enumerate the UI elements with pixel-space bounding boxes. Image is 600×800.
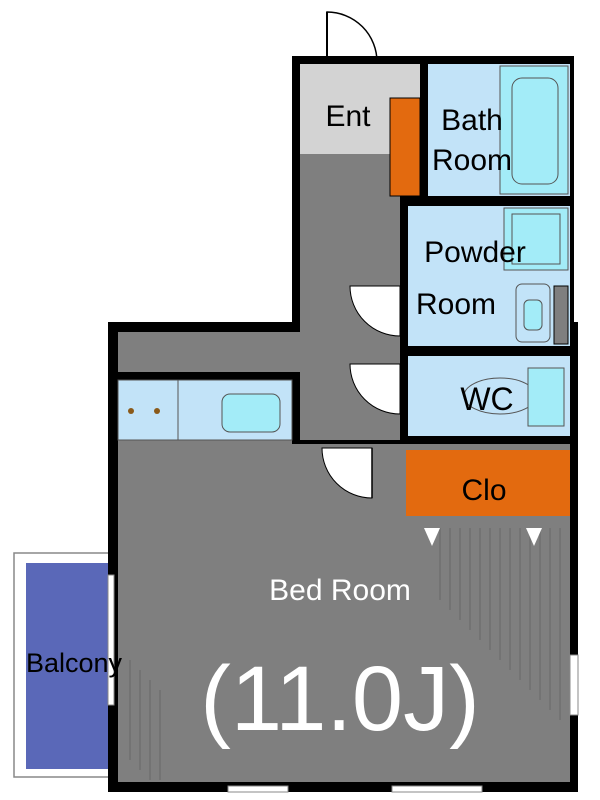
window-right <box>569 654 579 716</box>
balcony-label: Balcony <box>26 648 123 678</box>
closet-door-marker-left <box>424 528 440 546</box>
powder-storage <box>553 285 569 345</box>
stove-burner-2 <box>154 408 160 414</box>
bath-label-line1: Bath <box>441 104 503 137</box>
sink <box>221 393 281 433</box>
bed-room-door <box>321 447 373 499</box>
powder-label-line2: Room <box>416 288 496 321</box>
stove-burner-1 <box>128 408 134 414</box>
window-bottom-right <box>391 785 483 793</box>
bath-room: Bath Room <box>428 64 570 196</box>
shoe-cabinet <box>389 97 421 197</box>
bed-room-label: Bed Room <box>269 574 411 607</box>
window-bottom-left <box>227 785 289 793</box>
upper-strip-floor <box>118 332 300 372</box>
kitchen-counter <box>117 379 293 441</box>
bed-room-size: (11.0J) <box>200 648 480 750</box>
windows <box>107 574 579 793</box>
wc-label: WC <box>460 381 513 417</box>
closet-door-marker-right <box>526 528 542 546</box>
powder-room: Powder Room <box>408 206 570 346</box>
ent-label: Ent <box>325 100 371 133</box>
clo-label: Clo <box>461 474 506 507</box>
toilet-tank <box>527 367 565 427</box>
powder-room-door <box>349 285 401 337</box>
wc-door <box>349 363 401 415</box>
closet: Clo <box>406 450 570 546</box>
powder-label-line1: Powder <box>424 236 526 269</box>
entrance: Ent <box>300 64 421 197</box>
entrance-door <box>326 11 378 63</box>
bath-label-line2: Room <box>432 144 512 177</box>
balcony <box>13 552 115 778</box>
wc-room: WC <box>408 356 570 436</box>
window-balcony <box>107 574 115 706</box>
